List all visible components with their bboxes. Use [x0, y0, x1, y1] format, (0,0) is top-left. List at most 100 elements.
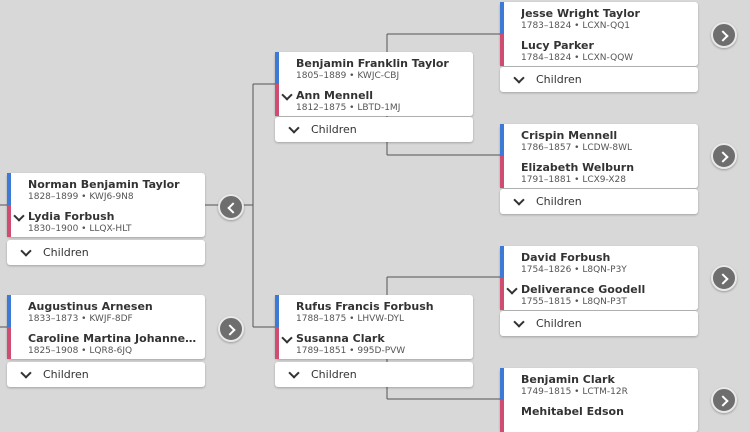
children-label: Children: [536, 73, 582, 86]
chevron-down-icon: [20, 367, 32, 379]
person-vitals: 1805–1889 • KWJC-CBJ: [296, 71, 400, 81]
person-dates: 1833–1873: [28, 314, 79, 324]
children-label: Children: [43, 246, 89, 259]
person-name[interactable]: Benjamin Clark: [521, 373, 615, 386]
person-name[interactable]: Lucy Parker: [521, 39, 594, 52]
chevron-right-icon: [717, 273, 729, 285]
person-vitals: 1828–1899 • KWJ6-9N8: [28, 192, 134, 202]
children-toggle[interactable]: Children: [7, 362, 205, 387]
person-vitals: 1812–1875 • LBTD-1MJ: [296, 103, 401, 113]
person-vitals: 1784–1824 • LCXN-QQW: [521, 53, 634, 63]
chevron-down-icon[interactable]: [281, 89, 293, 101]
father-row[interactable]: Benjamin Clark 1749–1815 • LCTM-12R: [500, 368, 698, 400]
children-label: Children: [536, 195, 582, 208]
chevron-down-icon: [288, 367, 300, 379]
father-row[interactable]: Rufus Francis Forbush 1788–1875 • LHVW-D…: [275, 295, 473, 327]
person-dates: 1788–1875: [296, 314, 347, 324]
chevron-down-icon[interactable]: [281, 332, 293, 344]
expand-ancestors-button[interactable]: [711, 265, 737, 291]
couple-people-card: Jesse Wright Taylor 1783–1824 • LCXN-QQ1…: [500, 2, 698, 66]
person-id: KWJC-CBJ: [357, 71, 400, 81]
person-id: KWJ6-9N8: [89, 192, 134, 202]
children-toggle[interactable]: Children: [275, 117, 473, 142]
father-row[interactable]: Norman Benjamin Taylor 1828–1899 • KWJ6-…: [7, 173, 205, 205]
person-id: LCTM-12R: [582, 387, 628, 397]
expand-ancestors-button[interactable]: [711, 143, 737, 169]
mother-row[interactable]: Lucy Parker 1784–1824 • LCXN-QQW: [500, 34, 698, 66]
couple-people-card: Rufus Francis Forbush 1788–1875 • LHVW-D…: [275, 295, 473, 359]
mother-row[interactable]: Lydia Forbush 1830–1900 • LLQX-HLT: [7, 205, 205, 237]
children-label: Children: [536, 317, 582, 330]
couple-card: Jesse Wright Taylor 1783–1824 • LCXN-QQ1…: [500, 2, 698, 92]
chevron-down-icon: [513, 316, 525, 328]
person-name[interactable]: Lydia Forbush: [28, 210, 115, 223]
person-dates: 1805–1889: [296, 71, 347, 81]
mother-row[interactable]: Mehitabel Edson: [500, 400, 698, 432]
couple-card: Benjamin Clark 1749–1815 • LCTM-12R Mehi…: [500, 368, 698, 432]
expand-ancestors-button[interactable]: [711, 387, 737, 413]
children-label: Children: [311, 368, 357, 381]
person-name[interactable]: Ann Mennell: [296, 89, 374, 102]
mother-row[interactable]: Ann Mennell 1812–1875 • LBTD-1MJ: [275, 84, 473, 116]
children-label: Children: [43, 368, 89, 381]
father-row[interactable]: David Forbush 1754–1826 • L8QN-P3Y: [500, 246, 698, 278]
children-toggle[interactable]: Children: [500, 67, 698, 92]
person-name[interactable]: Elizabeth Welburn: [521, 161, 635, 174]
person-vitals: 1749–1815 • LCTM-12R: [521, 387, 628, 397]
person-name[interactable]: Deliverance Goodell: [521, 283, 646, 296]
person-vitals: 1788–1875 • LHVW-DYL: [296, 314, 405, 324]
mother-row[interactable]: Caroline Martina Johannesd… 1825–1908 • …: [7, 327, 205, 359]
person-dates: 1755–1815: [521, 297, 572, 307]
chevron-down-icon[interactable]: [506, 283, 518, 295]
person-dates: 1812–1875: [296, 103, 347, 113]
person-id: L8QN-P3Y: [582, 265, 627, 275]
person-name[interactable]: Crispin Mennell: [521, 129, 618, 142]
children-toggle[interactable]: Children: [500, 189, 698, 214]
navigate-back-button[interactable]: [218, 194, 244, 220]
person-vitals: 1786–1857 • LCDW-8WL: [521, 143, 632, 153]
person-name[interactable]: Benjamin Franklin Taylor: [296, 57, 449, 70]
person-name[interactable]: Augustinus Arnesen: [28, 300, 153, 313]
person-id: LCXN-QQW: [582, 53, 634, 63]
mother-row[interactable]: Susanna Clark 1789–1851 • 995D-PVW: [275, 327, 473, 359]
expand-ancestors-button[interactable]: [711, 22, 737, 48]
expand-ancestors-button[interactable]: [218, 316, 244, 342]
chevron-down-icon: [513, 194, 525, 206]
father-row[interactable]: Benjamin Franklin Taylor 1805–1889 • KWJ…: [275, 52, 473, 84]
father-row[interactable]: Augustinus Arnesen 1833–1873 • KWJF-8DF: [7, 295, 205, 327]
person-name[interactable]: Mehitabel Edson: [521, 405, 624, 418]
children-toggle[interactable]: Children: [500, 311, 698, 336]
chevron-right-icon: [717, 30, 729, 42]
person-vitals: 1789–1851 • 995D-PVW: [296, 346, 406, 356]
person-dates: 1825–1908: [28, 346, 79, 356]
person-id: LCXN-QQ1: [582, 21, 631, 31]
father-row[interactable]: Jesse Wright Taylor 1783–1824 • LCXN-QQ1: [500, 2, 698, 34]
mother-row[interactable]: Elizabeth Welburn 1791–1881 • LCX9-X28: [500, 156, 698, 188]
person-name[interactable]: David Forbush: [521, 251, 611, 264]
person-id: KWJF-8DF: [89, 314, 133, 324]
couple-people-card: David Forbush 1754–1826 • L8QN-P3Y Deliv…: [500, 246, 698, 310]
couple-people-card: Benjamin Franklin Taylor 1805–1889 • KWJ…: [275, 52, 473, 116]
person-name[interactable]: Norman Benjamin Taylor: [28, 178, 180, 191]
couple-people-card: Benjamin Clark 1749–1815 • LCTM-12R Mehi…: [500, 368, 698, 432]
couple-card: David Forbush 1754–1826 • L8QN-P3Y Deliv…: [500, 246, 698, 336]
person-name[interactable]: Caroline Martina Johannesd…: [28, 332, 201, 345]
person-dates: 1828–1899: [28, 192, 79, 202]
mother-row[interactable]: Deliverance Goodell 1755–1815 • L8QN-P3T: [500, 278, 698, 310]
couple-people-card: Augustinus Arnesen 1833–1873 • KWJF-8DF …: [7, 295, 205, 359]
chevron-right-icon: [717, 395, 729, 407]
chevron-down-icon[interactable]: [13, 210, 25, 222]
father-row[interactable]: Crispin Mennell 1786–1857 • LCDW-8WL: [500, 124, 698, 156]
person-name[interactable]: Susanna Clark: [296, 332, 385, 345]
person-dates: 1749–1815: [521, 387, 572, 397]
person-dates: 1784–1824: [521, 53, 572, 63]
person-id: LCDW-8WL: [582, 143, 632, 153]
person-id: L8QN-P3T: [582, 297, 627, 307]
chevron-down-icon: [288, 122, 300, 134]
person-id: LBTD-1MJ: [357, 103, 401, 113]
children-label: Children: [311, 123, 357, 136]
children-toggle[interactable]: Children: [7, 240, 205, 265]
children-toggle[interactable]: Children: [275, 362, 473, 387]
person-name[interactable]: Jesse Wright Taylor: [521, 7, 640, 20]
person-name[interactable]: Rufus Francis Forbush: [296, 300, 434, 313]
